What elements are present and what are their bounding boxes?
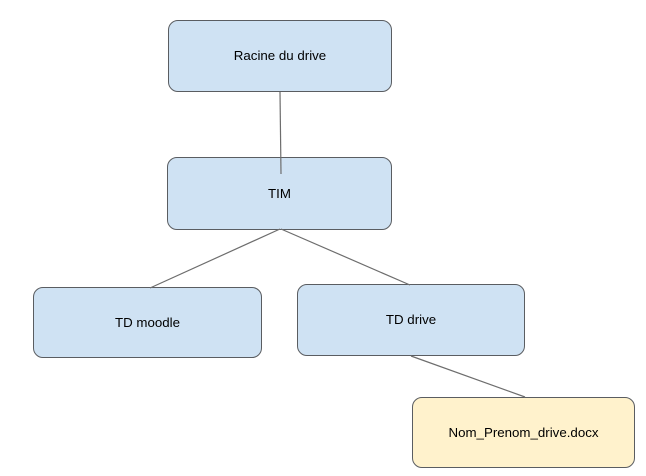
node-tim: TIM xyxy=(167,157,392,230)
edge-tim-to-td-drive xyxy=(280,228,411,286)
edge-tim-to-td-moodle xyxy=(149,228,281,289)
node-label-tim: TIM xyxy=(268,185,291,201)
node-label-racine-du-drive: Racine du drive xyxy=(233,48,327,64)
node-label-td-moodle: TD moodle xyxy=(114,314,181,330)
node-label-td-drive: TD drive xyxy=(385,312,437,328)
node-racine-du-drive: Racine du drive xyxy=(168,20,392,92)
node-label-nom-prenom-drive-docx: Nom_Prenom_drive.docx xyxy=(448,424,599,440)
node-td-moodle: TD moodle xyxy=(33,287,262,358)
node-nom-prenom-drive-docx: Nom_Prenom_drive.docx xyxy=(412,397,635,468)
node-td-drive: TD drive xyxy=(297,284,525,356)
edge-td-drive-to-docx xyxy=(410,355,526,398)
